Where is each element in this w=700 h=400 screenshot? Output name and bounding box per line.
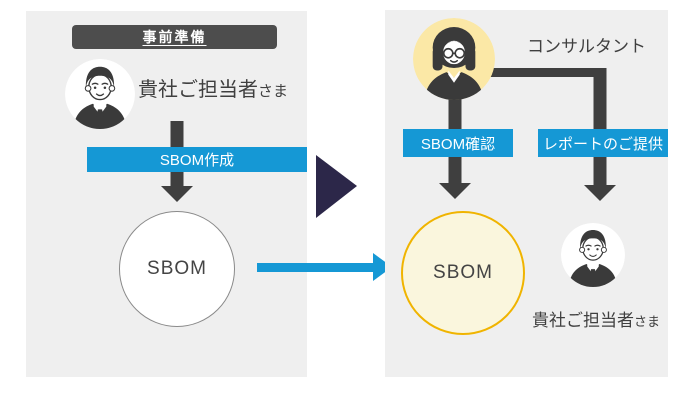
customer-person-icon [65, 59, 135, 129]
consultant-person-icon [413, 18, 495, 100]
customer-person-label: 貴社ご担当者さま [138, 73, 288, 102]
customer-person-icon [561, 223, 625, 287]
sbom-circle: SBOM [119, 211, 235, 327]
sbom-transfer-arrow-icon [257, 263, 373, 272]
sbom-confirm-banner-label: SBOM確認 [420, 135, 496, 153]
customer-person-label-suffix: さま [258, 83, 289, 100]
consultant-label: コンサルタント [527, 32, 646, 57]
consulting-panel: コンサルタント SBOM確認 レポートのご提供 SBOM [385, 10, 668, 377]
stage-transition-arrow-icon [316, 155, 357, 218]
female-consultant-avatar-icon [413, 18, 495, 100]
customer-person-label: 貴社ご担当者さま [526, 306, 666, 331]
customer-person-label-main: 貴社ご担当者 [531, 311, 634, 330]
sbom-result-circle: SBOM [401, 211, 525, 335]
customer-person-label-main: 貴社ご担当者 [138, 79, 258, 101]
preparation-badge: 事前準備 [72, 25, 277, 49]
customer-person-label-suffix: さま [633, 314, 660, 329]
sbom-circle-label: SBOM [147, 258, 207, 279]
sbom-confirm-banner: SBOM確認 [403, 129, 513, 157]
preparation-panel: 事前準備 貴社ご担当者さま [26, 11, 307, 377]
sbom-create-banner-label: SBOM作成 [159, 152, 235, 169]
preparation-badge-label: 事前準備 [142, 29, 207, 45]
sbom-create-banner: SBOM作成 [87, 147, 307, 172]
sbom-result-circle-label: SBOM [433, 262, 493, 283]
report-delivery-banner: レポートのご提供 [538, 129, 668, 157]
consultant-label-text: コンサルタント [527, 37, 646, 56]
male-avatar-icon [65, 59, 135, 129]
elbow-connector [454, 68, 600, 77]
male-avatar-icon [561, 223, 625, 287]
report-delivery-banner-label: レポートのご提供 [542, 135, 663, 153]
